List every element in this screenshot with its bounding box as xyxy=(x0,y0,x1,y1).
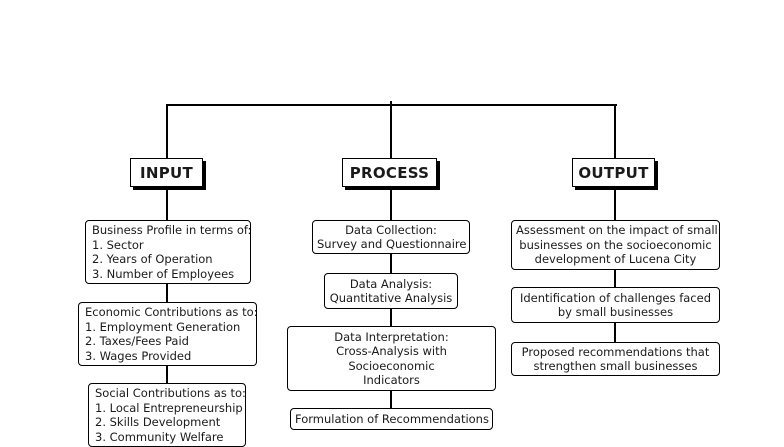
input-box-economic-contributions: Economic Contributions as to: 1. Employm… xyxy=(78,302,258,366)
connector-process-2 xyxy=(390,254,392,273)
connector-output-2 xyxy=(614,270,616,287)
output-box-recommendations: Proposed recommendations that strengthen… xyxy=(511,342,720,376)
box-line: Survey and Questionnaire xyxy=(317,237,467,251)
connector-output-drop xyxy=(614,104,616,158)
connector-input-drop xyxy=(166,104,168,158)
box-line: strengthen small businesses xyxy=(533,359,698,373)
input-header: INPUT xyxy=(130,158,203,187)
connector-output-1 xyxy=(614,188,616,220)
connector-input-1 xyxy=(166,188,168,220)
connector-process-4 xyxy=(390,391,392,408)
connector-process-3 xyxy=(390,309,392,326)
connector-process-1 xyxy=(390,188,392,220)
list-item: 1. Sector xyxy=(92,237,144,252)
list-item: 2. Skills Development xyxy=(95,415,221,429)
process-box-formulation: Formulation of Recommendations xyxy=(290,408,493,430)
process-header: PROCESS xyxy=(342,158,437,187)
box-title: Economic Contributions as to: xyxy=(85,305,258,319)
box-line: development of Lucena City xyxy=(534,252,697,267)
process-box-data-collection: Data Collection: Survey and Questionnair… xyxy=(312,220,470,254)
output-box-challenges: Identification of challenges faced by sm… xyxy=(511,287,720,323)
box-line: Socioeconomic xyxy=(348,358,435,373)
box-title: Social Contributions as to: xyxy=(95,386,246,400)
process-box-data-interpretation: Data Interpretation: Cross-Analysis with… xyxy=(287,326,496,391)
output-box-assessment: Assessment on the impact of small busine… xyxy=(511,220,720,270)
box-title: Business Profile in terms of: xyxy=(92,223,252,237)
box-line: Proposed recommendations that xyxy=(521,344,710,359)
output-header: OUTPUT xyxy=(572,158,655,187)
list-item: 3. Number of Employees xyxy=(92,266,235,281)
process-box-data-analysis: Data Analysis: Quantitative Analysis xyxy=(324,273,458,309)
input-box-business-profile: Business Profile in terms of: 1. Sector … xyxy=(85,220,251,284)
box-line: by small businesses xyxy=(557,305,674,319)
list-item: 2. Taxes/Fees Paid xyxy=(85,334,189,348)
list-item: 3. Community Welfare xyxy=(95,429,224,444)
box-line: Formulation of Recommendations xyxy=(295,411,489,426)
connector-output-3 xyxy=(614,323,616,342)
connector-input-2 xyxy=(166,284,168,302)
box-line: Data Interpretation: xyxy=(334,329,449,344)
box-line: Indicators xyxy=(363,373,420,387)
box-line: Identification of challenges faced xyxy=(519,290,712,305)
list-item: 3. Wages Provided xyxy=(85,348,192,363)
list-item: 1. Local Entrepreneurship xyxy=(95,400,243,415)
box-line: businesses on the socioeconomic xyxy=(519,237,712,252)
list-item: 1. Employment Generation xyxy=(85,319,241,334)
connector-process-drop xyxy=(390,101,392,158)
top-connector-line xyxy=(167,104,617,106)
list-item: 2. Years of Operation xyxy=(92,252,213,266)
box-line: Data Analysis: xyxy=(349,276,433,291)
connector-input-3 xyxy=(166,366,168,383)
input-box-social-contributions: Social Contributions as to: 1. Local Ent… xyxy=(88,383,246,447)
box-line: Data Collection: xyxy=(345,222,437,237)
box-line: Quantitative Analysis xyxy=(329,291,453,305)
box-line: Cross-Analysis with xyxy=(336,344,447,358)
box-line: Assessment on the impact of small xyxy=(516,223,718,238)
